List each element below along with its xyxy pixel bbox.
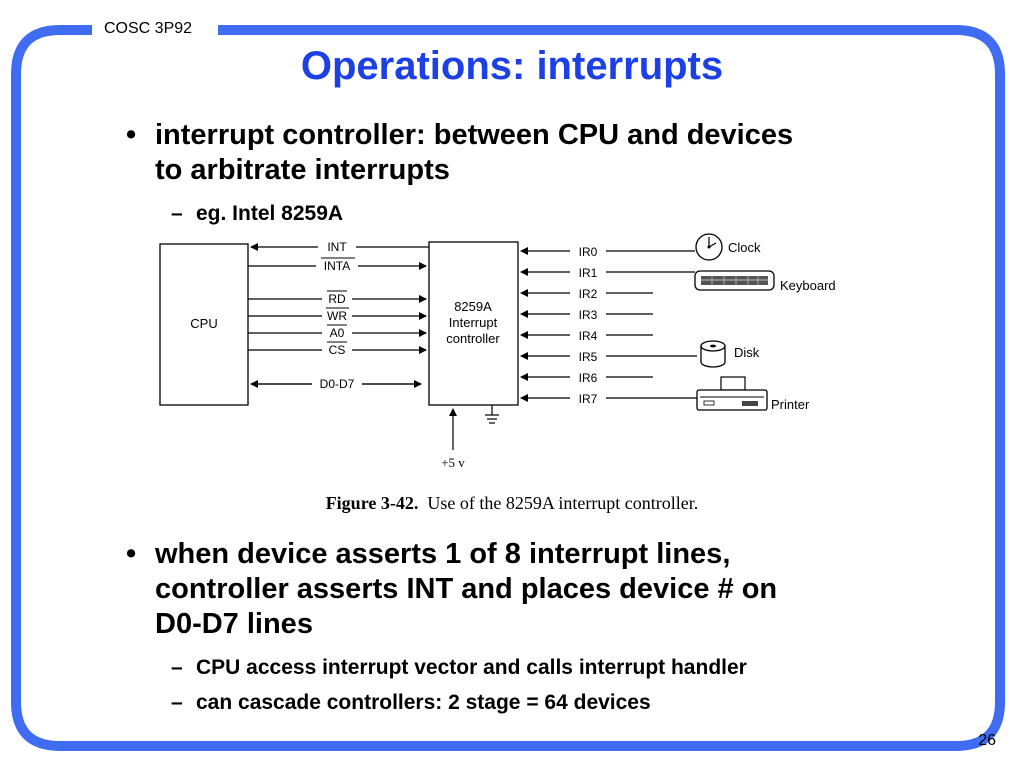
bullet-1-line-2: to arbitrate interrupts xyxy=(155,154,450,186)
sub-bullet-1-1: eg. Intel 8259A xyxy=(196,202,344,225)
figure-number: Figure 3-42. xyxy=(325,493,419,513)
sub-bullet-dash: – xyxy=(171,656,183,679)
ir-label-1: IR1 xyxy=(579,266,598,280)
ir-labels: IR0 IR1 IR2 IR3 IR4 IR5 IR6 IR7 xyxy=(570,244,606,406)
device-label-clock: Clock xyxy=(728,240,761,255)
line-label-int: INT xyxy=(327,240,347,254)
line-label-a0: A0 xyxy=(330,326,345,340)
ir-label-2: IR2 xyxy=(579,287,598,301)
device-label-keyboard: Keyboard xyxy=(780,278,836,293)
line-label-rd: RD xyxy=(328,292,346,306)
ir-label-6: IR6 xyxy=(579,371,598,385)
bullet-2-line-1: when device asserts 1 of 8 interrupt lin… xyxy=(155,538,731,570)
bullet-1-line-1: interrupt controller: between CPU and de… xyxy=(155,119,794,151)
ir-label-0: IR0 xyxy=(579,245,598,259)
cpu-label: CPU xyxy=(190,316,217,331)
bullet-2-line-2: controller asserts INT and places device… xyxy=(155,573,778,605)
device-label-printer: Printer xyxy=(771,397,810,412)
clock-icon xyxy=(695,233,723,261)
sub-bullet-dash: – xyxy=(171,691,183,714)
controller-label-2: Interrupt xyxy=(449,315,498,330)
sub-bullet-2-2: can cascade controllers: 2 stage = 64 de… xyxy=(196,691,651,714)
slide-title: Operations: interrupts xyxy=(300,44,724,88)
figure-text: Use of the 8259A interrupt controller. xyxy=(427,493,699,513)
ir-label-4: IR4 xyxy=(579,329,598,343)
power-label: +5 v xyxy=(441,455,465,470)
ir-lines xyxy=(520,247,697,402)
cpu-box xyxy=(159,243,249,406)
line-label-d0-d7: D0-D7 xyxy=(320,377,355,391)
course-label: COSC 3P92 xyxy=(98,20,199,38)
line-label-inta: INTA xyxy=(324,259,350,273)
sub-bullet-2-1: CPU access interrupt vector and calls in… xyxy=(196,656,747,679)
sub-bullet-dash: – xyxy=(171,202,183,225)
controller-label-3: controller xyxy=(446,331,500,346)
controller-label-1: 8259A xyxy=(454,299,492,314)
ir-label-3: IR3 xyxy=(579,308,598,322)
bullet-dot: • xyxy=(126,119,137,151)
keyboard-icon xyxy=(694,270,775,291)
controller-box xyxy=(428,241,519,406)
line-label-wr: WR xyxy=(327,309,347,323)
ir-label-7: IR7 xyxy=(579,392,598,406)
page-number: 26 xyxy=(978,732,996,749)
figure-caption: Figure 3-42. Use of the 8259A interrupt … xyxy=(0,493,1024,514)
ground-icon xyxy=(485,405,499,424)
device-label-disk: Disk xyxy=(734,345,760,360)
bullet-dot: • xyxy=(126,538,137,570)
line-label-cs: CS xyxy=(329,343,346,357)
bullet-2-line-3: D0-D7 lines xyxy=(155,608,313,640)
printer-icon xyxy=(696,376,768,411)
ir-label-5: IR5 xyxy=(579,350,598,364)
disk-icon xyxy=(700,340,726,368)
